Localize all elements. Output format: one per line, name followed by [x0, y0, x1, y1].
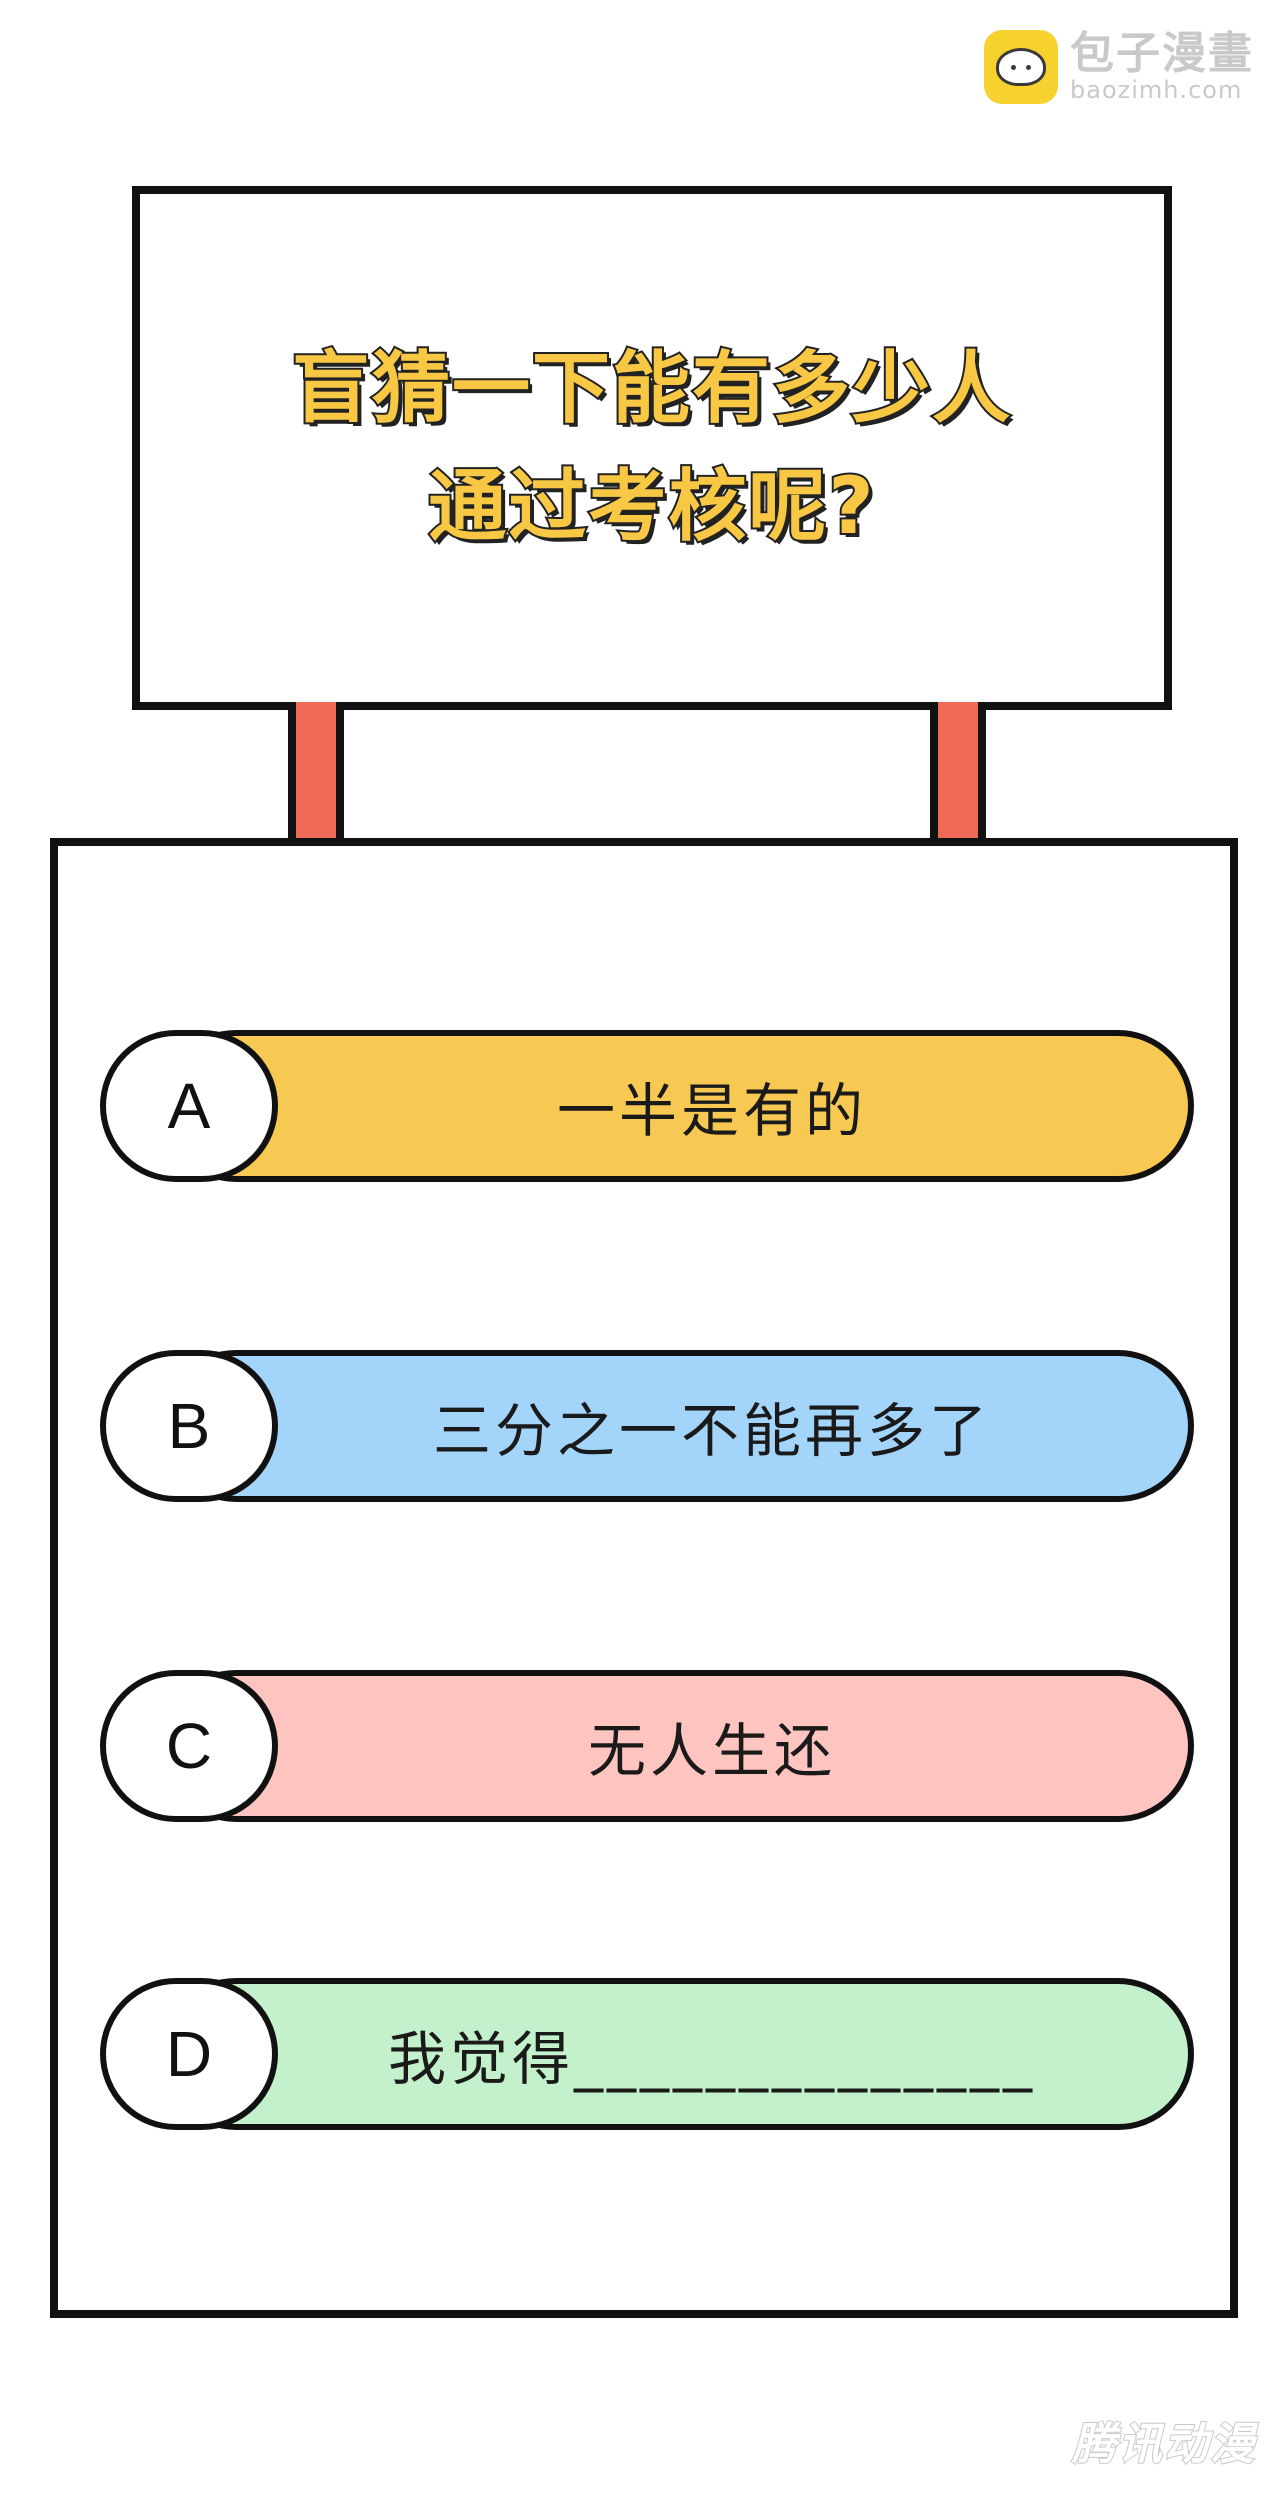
option-d-text: 我觉得______________ [387, 2025, 1036, 2093]
option-b[interactable]: 三分之一不能再多了 B [100, 1350, 1194, 1502]
question-line-1: 盲猜一下能有多少人 [290, 342, 1012, 436]
option-c-letter: C [165, 1710, 213, 1782]
question-line-2: 通过考核呢? [426, 460, 876, 554]
watermark-brand: 包子漫畫 baozimh.com [984, 30, 1254, 104]
option-b-letter: B [167, 1390, 211, 1462]
option-c-bar[interactable]: 无人生还 [160, 1670, 1194, 1822]
sign-pole-right [930, 702, 986, 850]
option-c-badge: C [100, 1670, 278, 1822]
watermark-text: 包子漫畫 baozimh.com [1070, 28, 1254, 104]
option-c-text: 无人生还 [587, 1717, 836, 1785]
bun-logo-icon [984, 30, 1058, 104]
option-d-badge: D [100, 1978, 278, 2130]
option-d-letter: D [165, 2018, 213, 2090]
option-d-bar[interactable]: 我觉得______________ [160, 1978, 1194, 2130]
option-b-text: 三分之一不能再多了 [432, 1397, 991, 1465]
watermark-brand-name: 包子漫畫 [1070, 28, 1254, 80]
option-a-bar[interactable]: 一半是有的 [160, 1030, 1194, 1182]
option-b-badge: B [100, 1350, 278, 1502]
sign-pole-left [288, 702, 344, 850]
option-d[interactable]: 我觉得______________ D [100, 1978, 1194, 2130]
watermark-corner-mark: 腾讯动漫 [1071, 2418, 1256, 2471]
watermark-brand-url: baozimh.com [1070, 75, 1243, 104]
option-a-letter: A [167, 1070, 211, 1142]
option-a[interactable]: 一半是有的 A [100, 1030, 1194, 1182]
question-board: 盲猜一下能有多少人 通过考核呢? [132, 186, 1172, 710]
option-a-text: 一半是有的 [556, 1077, 867, 1145]
option-b-bar[interactable]: 三分之一不能再多了 [160, 1350, 1194, 1502]
option-c[interactable]: 无人生还 C [100, 1670, 1194, 1822]
option-a-badge: A [100, 1030, 278, 1182]
